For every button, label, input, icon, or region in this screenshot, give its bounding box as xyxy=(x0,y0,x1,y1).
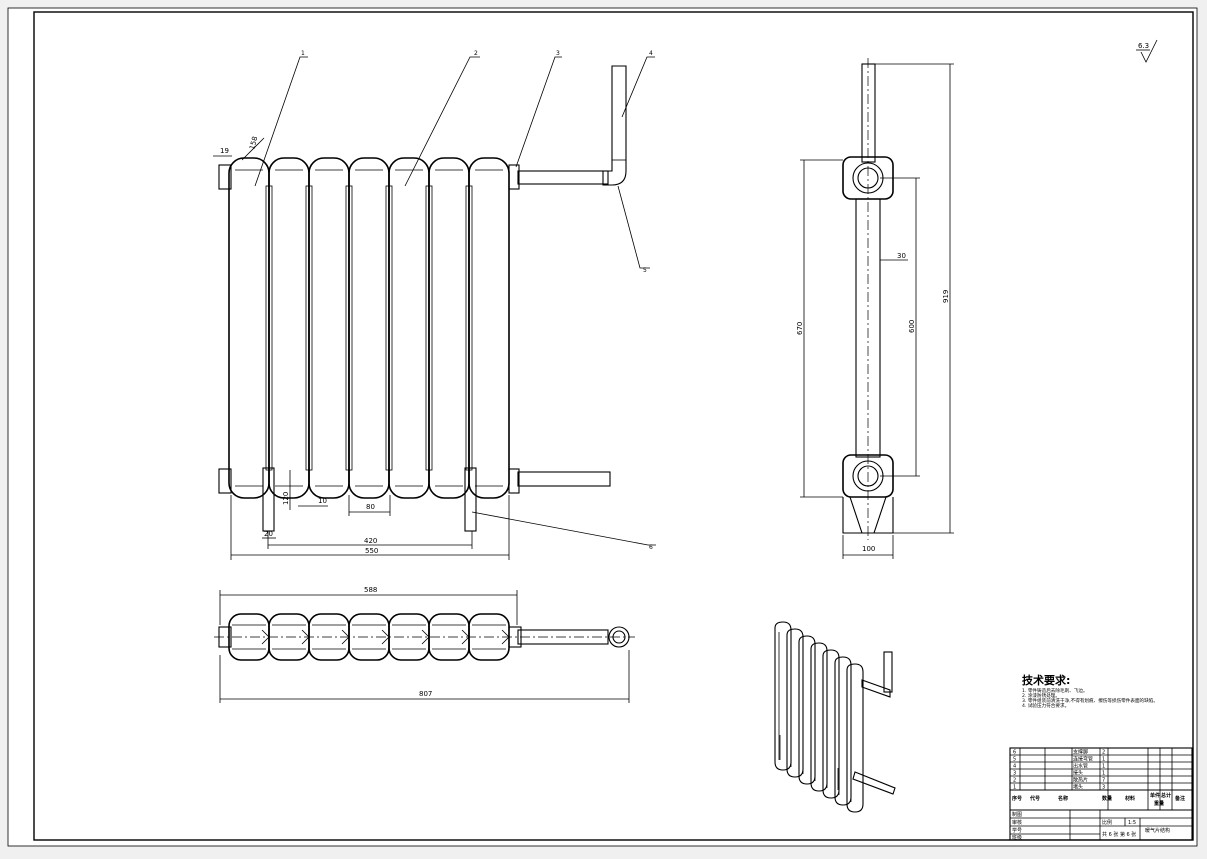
svg-text:共 6 张 第 6 张: 共 6 张 第 6 张 xyxy=(1102,831,1136,838)
front-view: 1 2 3 4 5 6 19 158 120 10 80 20 420 xyxy=(213,50,656,560)
svg-text:名称: 名称 xyxy=(1058,795,1068,802)
svg-text:6.3: 6.3 xyxy=(1138,42,1149,50)
inlet-pipe xyxy=(517,170,609,185)
isometric-view xyxy=(774,621,896,813)
notes-title: 技术要求: xyxy=(1022,673,1070,687)
part-number: 6 xyxy=(649,544,653,551)
svg-text:数量: 数量 xyxy=(1102,795,1112,802)
part-number: 4 xyxy=(649,50,653,57)
technical-notes: 技术要求: 1. 零件铸造后去除毛刺、飞边。 2. 涂漆防锈处理。 3. 零件组… xyxy=(1022,673,1158,709)
svg-text:30: 30 xyxy=(897,252,906,260)
radiator-fin xyxy=(468,157,510,499)
bottom-left-plug xyxy=(218,468,232,494)
svg-text:代号: 代号 xyxy=(1029,795,1040,802)
note-item: 1. 零件铸造后去除毛刺、飞边。 xyxy=(1022,687,1088,694)
side-view: 670 600 919 30 100 xyxy=(796,58,954,559)
svg-text:120: 120 xyxy=(282,492,290,505)
svg-text:550: 550 xyxy=(365,547,378,555)
svg-text:100: 100 xyxy=(862,545,875,553)
svg-text:制图: 制图 xyxy=(1012,811,1022,818)
svg-text:总计: 总计 xyxy=(1161,792,1171,799)
elbow-pipe xyxy=(602,65,627,186)
top-view: 588 807 xyxy=(214,586,635,703)
svg-text:10: 10 xyxy=(318,497,327,505)
part-row-name: 支撑脚 xyxy=(1073,749,1088,756)
part-row-number: 1 xyxy=(1013,785,1016,791)
svg-text:19: 19 xyxy=(220,147,229,155)
svg-text:20: 20 xyxy=(264,530,273,538)
svg-text:1:5: 1:5 xyxy=(1128,820,1136,826)
top-dimensions: 588 807 xyxy=(219,586,630,703)
svg-text:600: 600 xyxy=(908,320,916,333)
part-row-number: 5 xyxy=(1013,757,1016,763)
paper-border xyxy=(7,7,1198,847)
part-number: 5 xyxy=(643,267,647,274)
svg-text:材料: 材料 xyxy=(1125,795,1135,802)
part-row-qty: 1 xyxy=(1102,764,1105,770)
front-dimensions: 19 158 120 10 80 20 420 550 xyxy=(213,136,510,560)
part-row-qty: 2 xyxy=(1102,750,1105,756)
svg-text:序号: 序号 xyxy=(1011,795,1022,802)
svg-text:比例: 比例 xyxy=(1102,819,1112,826)
note-item: 2. 涂漆防锈处理。 xyxy=(1022,692,1060,699)
svg-text:807: 807 xyxy=(419,690,432,698)
part-row-number: 4 xyxy=(1013,764,1016,770)
svg-text:暖气片结构: 暖气片结构 xyxy=(1145,827,1170,834)
note-item: 4. 试验压力符合要求。 xyxy=(1022,702,1069,709)
top-left-plug xyxy=(218,164,232,190)
part-row-number: 3 xyxy=(1013,771,1016,777)
roughness-symbol: 6.3 xyxy=(1136,39,1158,63)
part-row-number: 2 xyxy=(1013,778,1016,784)
svg-text:670: 670 xyxy=(796,322,804,335)
drawing-frame xyxy=(33,11,1194,841)
iso-fin xyxy=(846,663,864,813)
svg-text:80: 80 xyxy=(366,503,375,511)
part-row-name: 堵头 xyxy=(1073,784,1083,791)
side-dimensions: 670 600 919 30 100 xyxy=(796,63,954,559)
svg-text:备注: 备注 xyxy=(1174,795,1185,802)
part-row-qty: 1 xyxy=(1102,771,1105,777)
part-number: 2 xyxy=(474,50,478,57)
part-row-name: 接头 xyxy=(1073,770,1083,777)
part-row-qty: 1 xyxy=(1102,757,1105,763)
part-row-qty: 7 xyxy=(1102,778,1105,784)
svg-text:审核: 审核 xyxy=(1012,819,1022,826)
svg-text:学号: 学号 xyxy=(1012,827,1022,834)
svg-text:420: 420 xyxy=(364,537,377,545)
part-row-name: 连接弯管 xyxy=(1073,756,1093,763)
support-leg-left xyxy=(262,467,275,532)
part-row-qty: 3 xyxy=(1102,785,1105,791)
svg-text:158: 158 xyxy=(248,136,259,151)
part-number: 3 xyxy=(556,50,560,57)
svg-text:单件: 单件 xyxy=(1150,792,1160,799)
part-row-name: 散热片 xyxy=(1073,777,1088,784)
svg-text:重量: 重量 xyxy=(1154,800,1164,807)
svg-text:588: 588 xyxy=(364,586,377,594)
part-row-number: 6 xyxy=(1013,750,1016,756)
support-leg-right xyxy=(464,467,477,532)
note-item: 3. 零件组装前清洗干净,不得有划痕、擦伤等损伤零件表面的缺陷。 xyxy=(1022,697,1158,704)
svg-text:班级: 班级 xyxy=(1012,834,1022,841)
outlet-pipe xyxy=(517,471,611,487)
part-number: 1 xyxy=(301,50,305,57)
svg-text:919: 919 xyxy=(942,290,950,303)
part-row-name: 出水管 xyxy=(1073,763,1088,770)
